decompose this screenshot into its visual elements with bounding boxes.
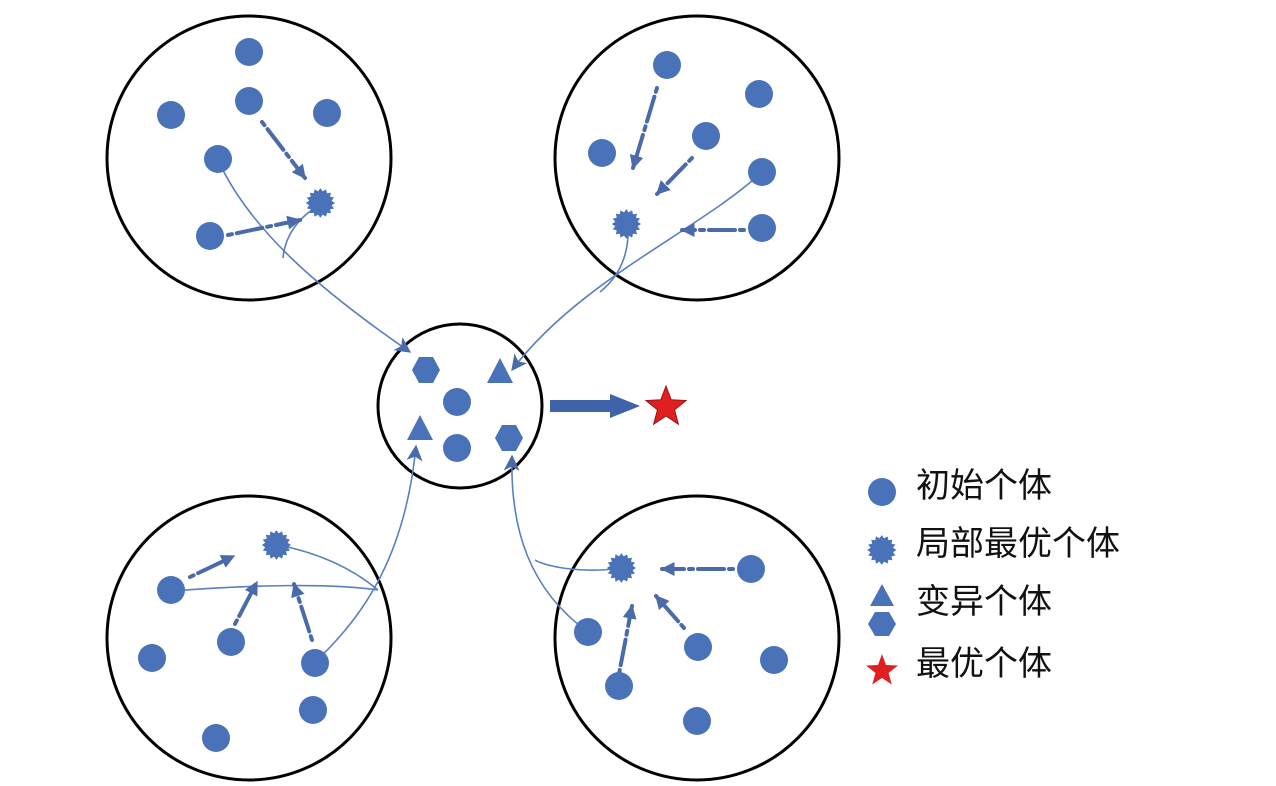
triangle-hexagon-icon [868,584,896,636]
individual-dot [202,724,230,752]
legend-label-initial: 初始个体 [916,466,1052,506]
result-arrow [550,394,640,418]
star-icon [866,654,898,685]
individual-dot [235,38,263,66]
individual-dot [653,51,681,79]
individual-dot [692,122,720,150]
individual-dot [745,80,773,108]
individual-dot [748,214,776,242]
individual-dot [157,101,185,129]
individual-dot [684,633,712,661]
arrow-tl-1 [260,120,307,180]
arrow-tr-2 [655,156,694,196]
legend-item-initial: 初始个体 [862,462,1262,520]
curve-bottom-left-a [314,444,423,663]
curve-bottom-left-c [277,544,379,591]
hexagon-icon [495,425,523,451]
arrow-bl-1 [188,554,236,579]
legend-label-local-best: 局部最优个体 [916,524,1120,564]
starburst-icon [261,530,291,560]
curve-bottom-right-a [503,454,589,633]
legend-item-best: 最优个体 [862,640,1262,698]
center-individual-dot [443,388,471,416]
arrow-br-2 [617,604,637,676]
group-circle-top-left [105,14,393,302]
arrow-br-3 [654,594,686,630]
group-circle-bottom-left [105,494,393,782]
arrow-bl-3 [291,582,314,642]
triangle-icon [407,415,433,440]
individual-dot [683,707,711,735]
legend-item-mutated: 变异个体 [862,578,1262,640]
individual-dot [574,618,602,646]
individual-dot [748,158,776,186]
individual-dot [235,87,263,115]
curve-top-left-a [217,159,412,353]
individual-dot [301,649,329,677]
initial-individuals [138,38,788,752]
starburst-icon [305,188,335,218]
legend-label-mutated: 变异个体 [916,582,1052,622]
center-circle [376,322,544,490]
starburst-icon [611,209,641,239]
arrow-bl-2 [233,580,259,626]
best-star-icon [644,384,688,426]
circle-icon [868,478,896,506]
individual-dot [217,628,245,656]
arrow-tl-2 [226,215,302,237]
starburst-icon [867,535,897,565]
mutated-individuals [407,357,523,451]
curve-links [171,159,763,663]
center-individual-dot [443,434,471,462]
legend-item-local-best: 局部最优个体 [862,520,1262,578]
triangle-icon [487,358,513,383]
individual-dot [299,696,327,724]
group-circle-bottom-right [553,494,841,782]
individual-dot [138,644,166,672]
individual-dot [605,672,633,700]
curve-top-right-a [511,171,763,372]
hexagon-icon [412,357,440,383]
individual-dot [313,99,341,127]
individual-dot [737,555,765,583]
arrow-tr-1 [629,86,659,170]
legend-label-best: 最优个体 [916,644,1052,684]
individual-dot [196,222,224,250]
curve-bottom-left-b [171,584,379,592]
individual-dot [204,145,232,173]
individual-dot [157,576,185,604]
move-arrows [188,86,746,676]
starburst-icon [606,553,636,583]
local-best-individuals [261,188,641,583]
individual-dot [760,646,788,674]
individual-dot [588,139,616,167]
legend: 初始个体 局部最优个体 变异个体 最优个体 [862,462,1262,698]
group-circle-top-right [553,14,841,302]
